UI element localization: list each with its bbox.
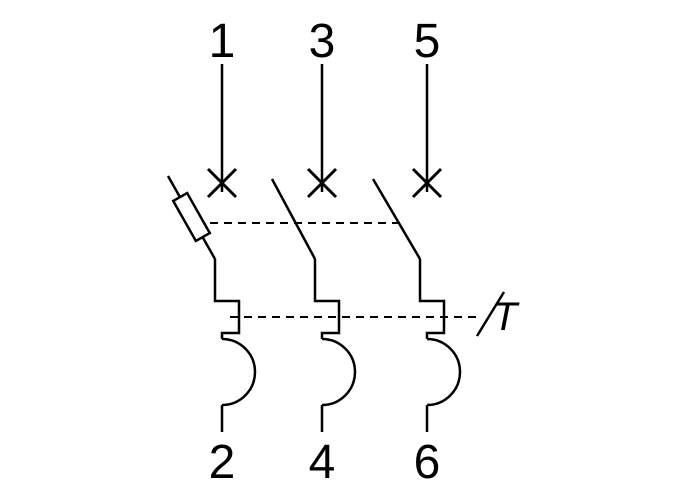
pole-1-contact-cross-icon: [206, 167, 238, 199]
pole-1-bottom-terminal-label: 2: [209, 436, 236, 489]
pole-2-thermal-element-arc: [321, 337, 357, 407]
pole-2-bottom-terminal-label: 4: [309, 436, 336, 489]
pole-2-switch-blade: [270, 178, 317, 260]
pole-3-switch-blade: [371, 178, 422, 260]
trip-actuator-slash: [475, 291, 506, 337]
pole-3-contact-cross-icon: [411, 167, 443, 199]
pole-1-release-coil-rect: [171, 191, 212, 243]
pole-3-latch-jog: [418, 259, 446, 339]
pole-1: 1 2: [166, 15, 257, 489]
pole-1-thermal-element-arc: [221, 337, 257, 407]
trip-actuator-label: T: [493, 295, 520, 339]
pole-2-contact-cross-icon: [306, 167, 338, 199]
pole-3-top-terminal-label: 5: [414, 15, 441, 68]
pole-3-thermal-element-arc: [426, 337, 462, 407]
pole-2-latch-jog: [313, 259, 341, 339]
trip-actuator-symbol: T: [475, 291, 520, 339]
cross-stroke: [411, 167, 443, 199]
pole-3: 5 6: [371, 15, 462, 489]
cross-stroke: [206, 167, 238, 199]
pole-1-top-terminal-label: 1: [209, 15, 236, 68]
cross-stroke: [306, 167, 338, 199]
pole-3-bottom-terminal-label: 6: [414, 436, 441, 489]
pole-1-latch-jog: [213, 259, 241, 339]
pole-2: 3 4: [270, 15, 357, 489]
pole-2-top-terminal-label: 3: [309, 15, 336, 68]
